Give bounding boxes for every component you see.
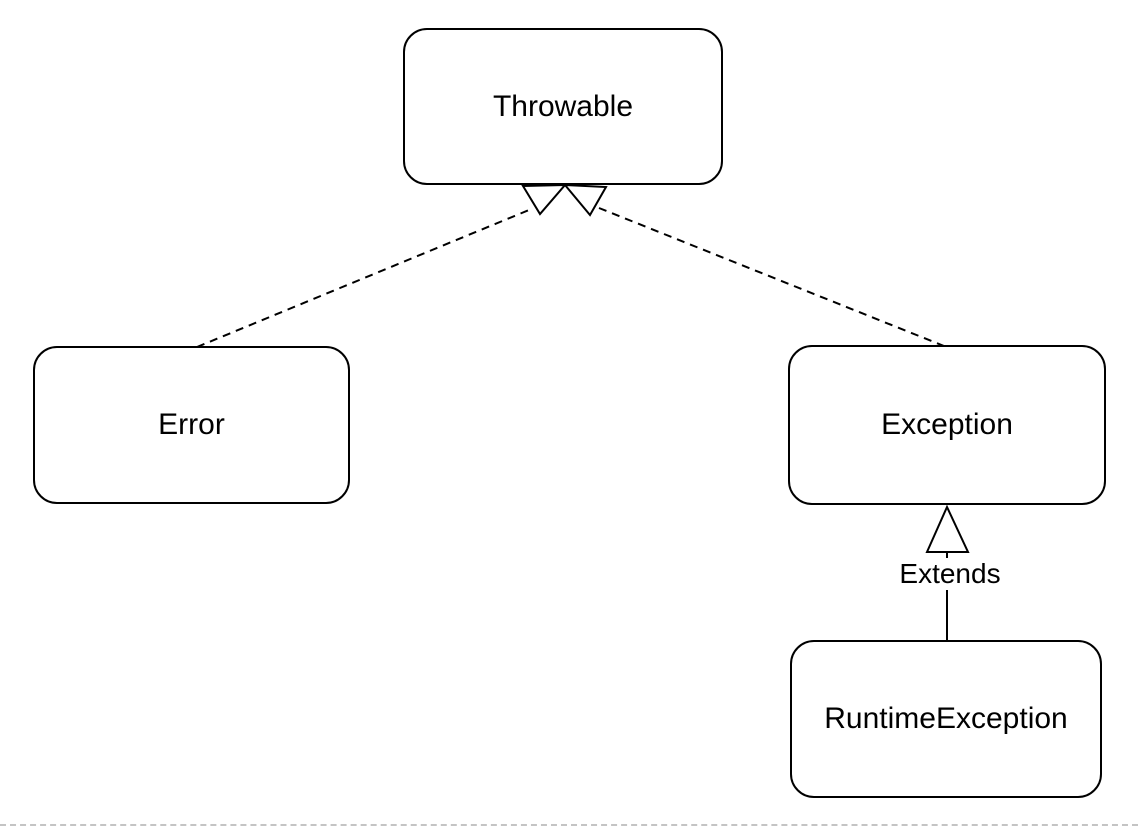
class-label-error: Error: [158, 408, 225, 441]
page-boundary-dashed-line: [0, 824, 1138, 826]
edge-exception-to-throwable-line: [598, 207, 945, 347]
edge-label-extends: Extends: [886, 558, 1014, 591]
hollow-triangle-arrowhead-error-to-throwable: [521, 183, 568, 216]
class-node-throwable: Throwable: [403, 28, 723, 185]
edge-error-to-throwable-line: [196, 209, 530, 348]
class-node-exception: Exception: [788, 345, 1106, 505]
hollow-triangle-arrowhead-exception-to-throwable: [562, 183, 608, 217]
hollow-triangle-arrowhead-runtimeexception-to-exception: [925, 504, 970, 553]
class-label-exception: Exception: [881, 408, 1013, 441]
class-label-runtimeexception: RuntimeException: [824, 702, 1068, 735]
class-label-throwable: Throwable: [492, 89, 634, 123]
class-node-error: Error: [33, 346, 350, 504]
class-node-runtimeexception: RuntimeException: [790, 640, 1102, 798]
